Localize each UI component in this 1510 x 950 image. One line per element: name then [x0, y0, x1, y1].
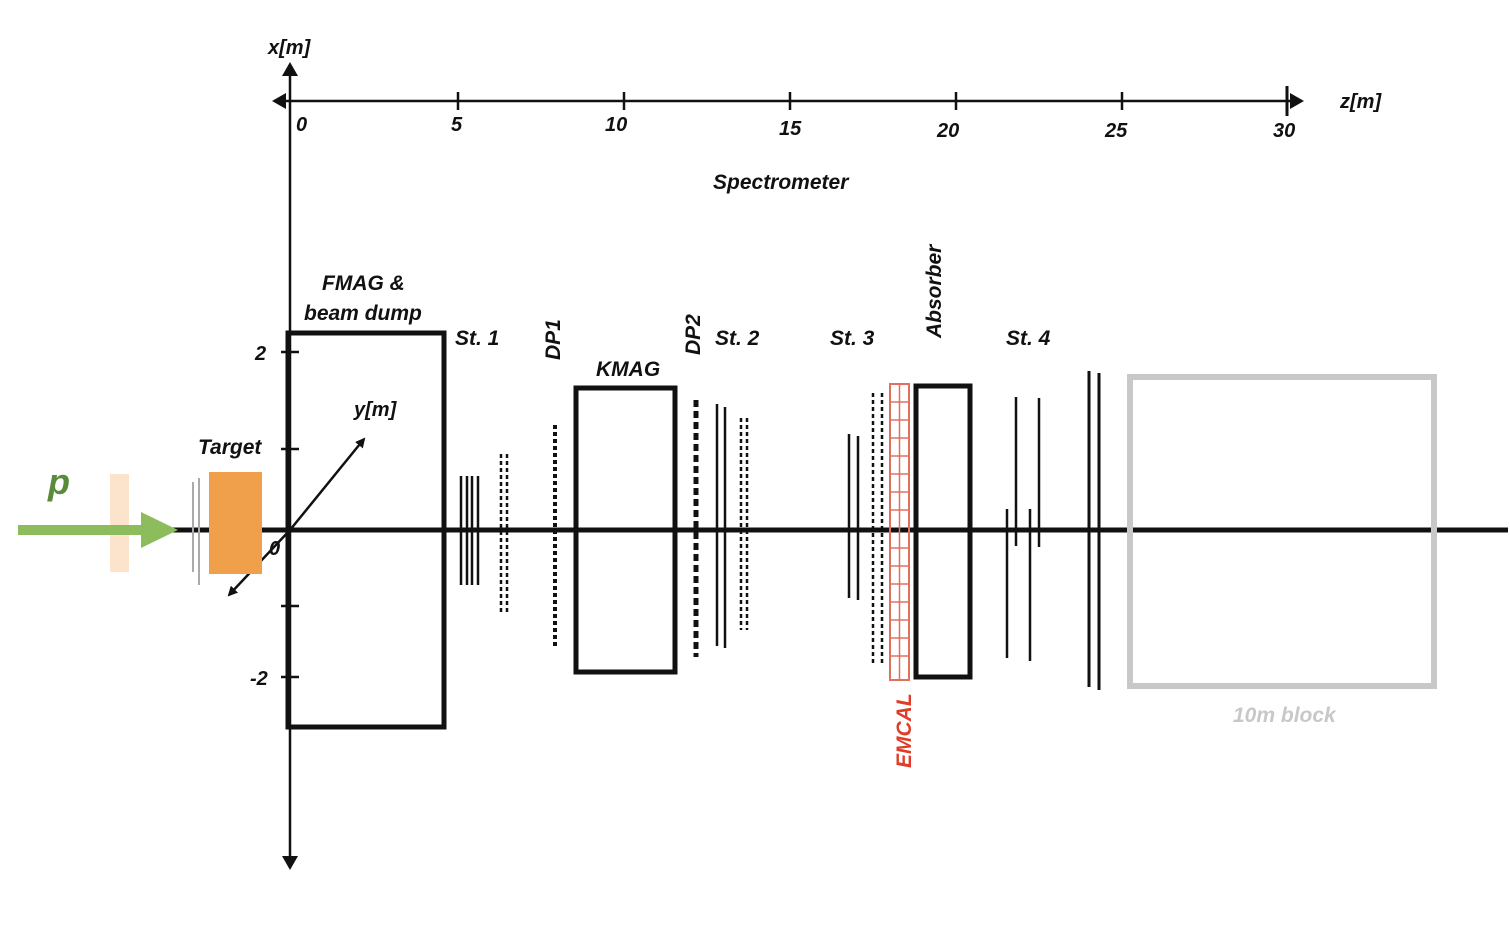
- dp2-label: DP2: [682, 314, 705, 355]
- beam-label: p: [47, 461, 70, 502]
- kmag-label: KMAG: [596, 358, 660, 381]
- station-1-label: St. 1: [455, 327, 499, 350]
- z-tick-10: 10: [605, 114, 627, 136]
- y-axis-label: y[m]: [353, 399, 398, 421]
- station-3-label: St. 3: [830, 327, 875, 350]
- fmag-label-line1: FMAG &: [322, 272, 405, 295]
- x-tick-minus-2: -2: [250, 668, 268, 690]
- origin-label: 0: [269, 538, 280, 560]
- emcal-label: EMCAL: [893, 693, 916, 768]
- target-label: Target: [198, 436, 262, 459]
- absorber-label: Absorber: [923, 243, 946, 339]
- absorber-box: [913, 383, 973, 680]
- z-tick-30: 30: [1273, 120, 1295, 142]
- z-tick-25: 25: [1104, 120, 1128, 142]
- beam-arrow-shaft: [18, 525, 143, 535]
- target-block: [209, 472, 262, 574]
- z-tick-20: 20: [936, 120, 959, 142]
- fmag-box: [285, 330, 447, 730]
- spectrometer-label: Spectrometer: [713, 171, 850, 194]
- z-axis-label: z[m]: [1339, 91, 1382, 113]
- ten-meter-block: [1127, 374, 1437, 689]
- station-3-planes: [847, 393, 884, 663]
- kmag-box: [573, 385, 678, 675]
- z-tick-15: 15: [779, 118, 802, 140]
- fmag-label-line2: beam dump: [304, 302, 422, 325]
- x-axis-label: x[m]: [267, 37, 312, 59]
- z-tick-0: 0: [296, 114, 307, 136]
- ten-meter-block-label: 10m block: [1233, 704, 1337, 727]
- station-4-planes: [1005, 371, 1101, 690]
- station-1-planes: [459, 454, 509, 614]
- target-halo: [110, 474, 129, 572]
- z-tick-5: 5: [451, 114, 463, 136]
- z-axis: [272, 86, 1304, 116]
- dp1-label: DP1: [542, 319, 565, 360]
- x-tick-2: 2: [254, 343, 266, 365]
- beam-arrow-head: [141, 512, 178, 548]
- station-2-label: St. 2: [715, 327, 760, 350]
- station-4-label: St. 4: [1006, 327, 1051, 350]
- y-axis: [289, 437, 366, 531]
- station-2-planes: [715, 404, 749, 648]
- emcal-grid: [889, 383, 910, 681]
